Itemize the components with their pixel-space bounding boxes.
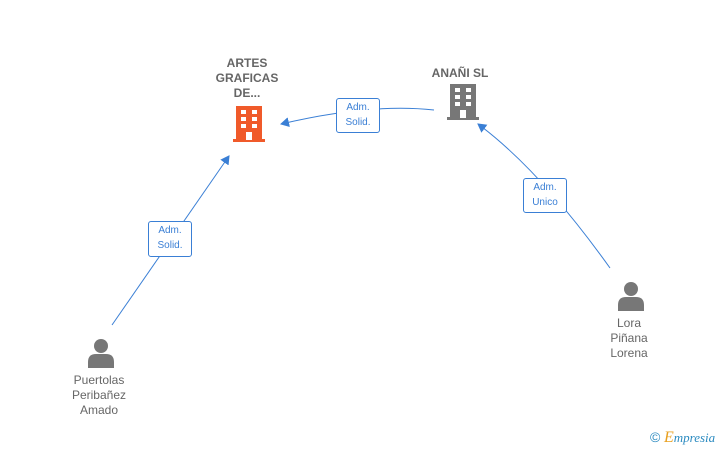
person-icon[interactable] [616,281,646,311]
building-icon[interactable] [447,84,479,120]
company-label-artes[interactable]: ARTES GRAFICAS DE... [215,56,279,100]
edge-label-puertolas-artes: Adm. Solid. [148,221,192,257]
person-label-puertolas[interactable]: Puertolas Peribañez Amado [71,373,127,417]
empresia-logo: © Empresia [650,429,716,446]
edge-label-lora-anani: Adm. Unico [523,178,567,213]
person-icon[interactable] [86,338,116,368]
building-icon[interactable] [233,106,265,142]
person-label-lora[interactable]: Lora Piñana Lorena [610,316,648,360]
edge-label-anani-artes: Adm. Solid. [336,98,380,133]
company-label-anani[interactable]: ANAÑI SL [431,66,489,80]
